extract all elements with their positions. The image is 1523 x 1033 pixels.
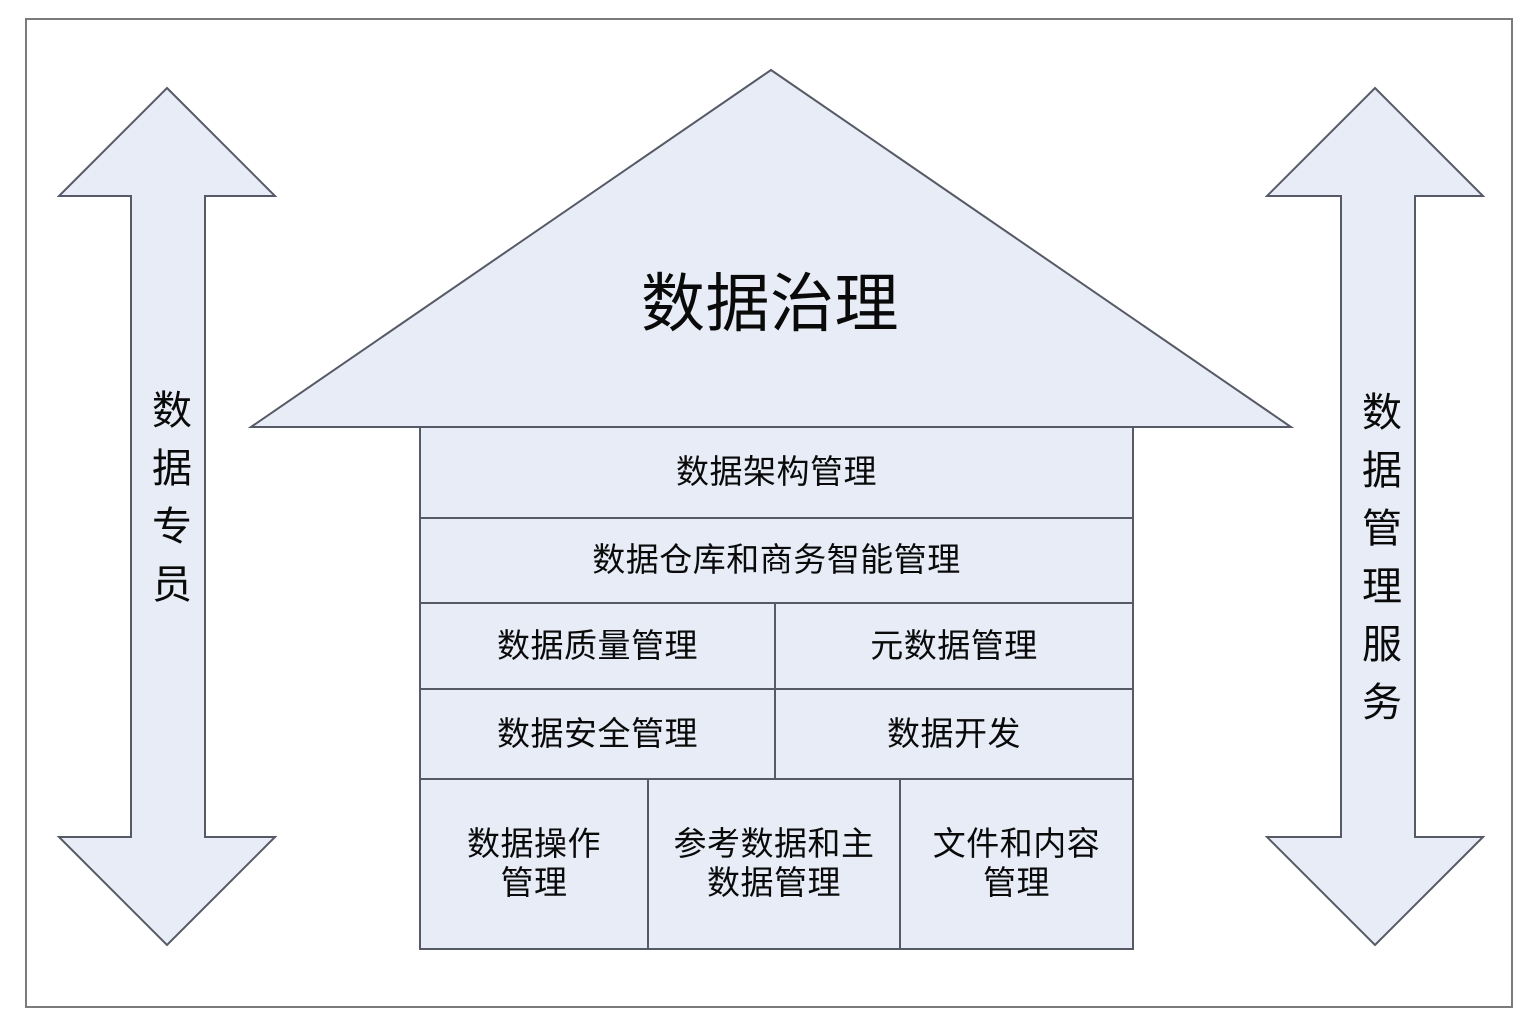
body-cell-rect-r4c1[interactable]	[419, 688, 776, 780]
right-arrow-label: 数据管理服务	[1355, 391, 1401, 739]
body-cell-label-r4c1: 数据安全管理	[497, 713, 698, 753]
body-cell-label-r3c1: 数据质量管理	[497, 625, 698, 665]
body-cell-label-r2c1: 数据仓库和商务智能管理	[592, 540, 961, 580]
outer-border-frame	[25, 18, 1513, 1008]
body-cell-rect-r5c2[interactable]	[647, 778, 901, 950]
body-cell-rect-r5c3[interactable]	[899, 778, 1134, 950]
body-cell-label-r1c1: 数据架构管理	[676, 452, 877, 492]
body-cell-label-r4c2: 数据开发	[887, 713, 1021, 753]
roof-triangle-shape[interactable]	[247, 68, 1295, 428]
body-cell-label-r5c1: 数据操作 管理	[467, 824, 601, 902]
body-cell-label-r3c2: 元数据管理	[870, 625, 1038, 665]
body-cell-rect-r2c1[interactable]	[419, 517, 1134, 604]
body-cell-label-r5c2: 参考数据和主 数据管理	[673, 824, 875, 902]
left-double-arrow-shape[interactable]	[56, 86, 278, 947]
left-arrow-label: 数据专员	[145, 389, 191, 621]
body-cell-rect-r5c1[interactable]	[419, 778, 649, 950]
roof-title-label: 数据治理	[641, 268, 899, 343]
body-cell-rect-r3c2[interactable]	[774, 602, 1134, 690]
right-double-arrow-shape[interactable]	[1264, 86, 1486, 947]
body-cell-rect-r4c2[interactable]	[774, 688, 1134, 780]
body-cell-label-r5c3: 文件和内容 管理	[932, 824, 1101, 902]
